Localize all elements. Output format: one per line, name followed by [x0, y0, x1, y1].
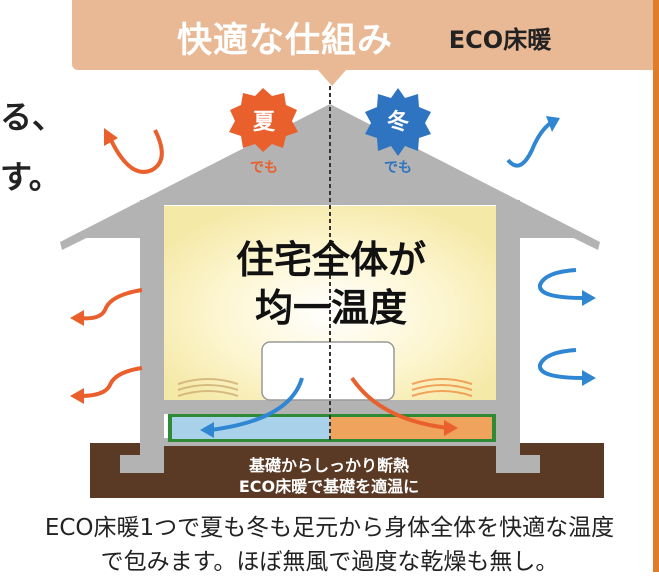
floor-slab — [160, 400, 500, 414]
banner-pointer — [318, 70, 346, 86]
cool-waves — [177, 378, 239, 397]
eco-unit — [261, 341, 395, 401]
caption-line1: ECO床暖1つで夏も冬も足元から身体全体を快適な温度 — [44, 515, 615, 541]
summer-heat-arrows — [79, 129, 164, 398]
winter-cool-arrows — [506, 120, 585, 380]
left-footing — [120, 455, 164, 473]
headline-line2: 均一温度 — [254, 286, 407, 330]
warm-airflow-arrow — [350, 376, 449, 430]
title: 快適な仕組み — [176, 21, 393, 61]
right-footing — [496, 455, 540, 473]
caption-line2: で包みます。ほぼ無風で過度な乾燥も無し。 — [100, 549, 559, 575]
floor-warm-zone — [330, 417, 492, 439]
title-banner — [72, 0, 658, 86]
summer-sub-label: でも — [250, 160, 278, 176]
winter-label: 冬 — [386, 110, 409, 135]
summer-badge — [229, 88, 298, 152]
house-headline: 住宅全体が 均一温度 — [200, 236, 462, 332]
right-border — [653, 0, 659, 572]
winter-sub-label: でも — [384, 160, 412, 176]
side-text-line1: る、 — [0, 98, 65, 136]
foundation-line2: ECO床暖で基礎を適温に — [238, 477, 420, 496]
foundation-line1: 基礎からしっかり断熱 — [248, 456, 409, 475]
side-text-line2: す。 — [0, 158, 61, 196]
cool-airflow-arrow — [209, 377, 304, 432]
summer-label: 夏 — [252, 110, 275, 135]
eco-tag: ECO床暖 — [448, 26, 552, 54]
headline-line1: 住宅全体が — [235, 238, 426, 282]
winter-badge — [365, 88, 431, 156]
warm-waves — [411, 378, 473, 397]
